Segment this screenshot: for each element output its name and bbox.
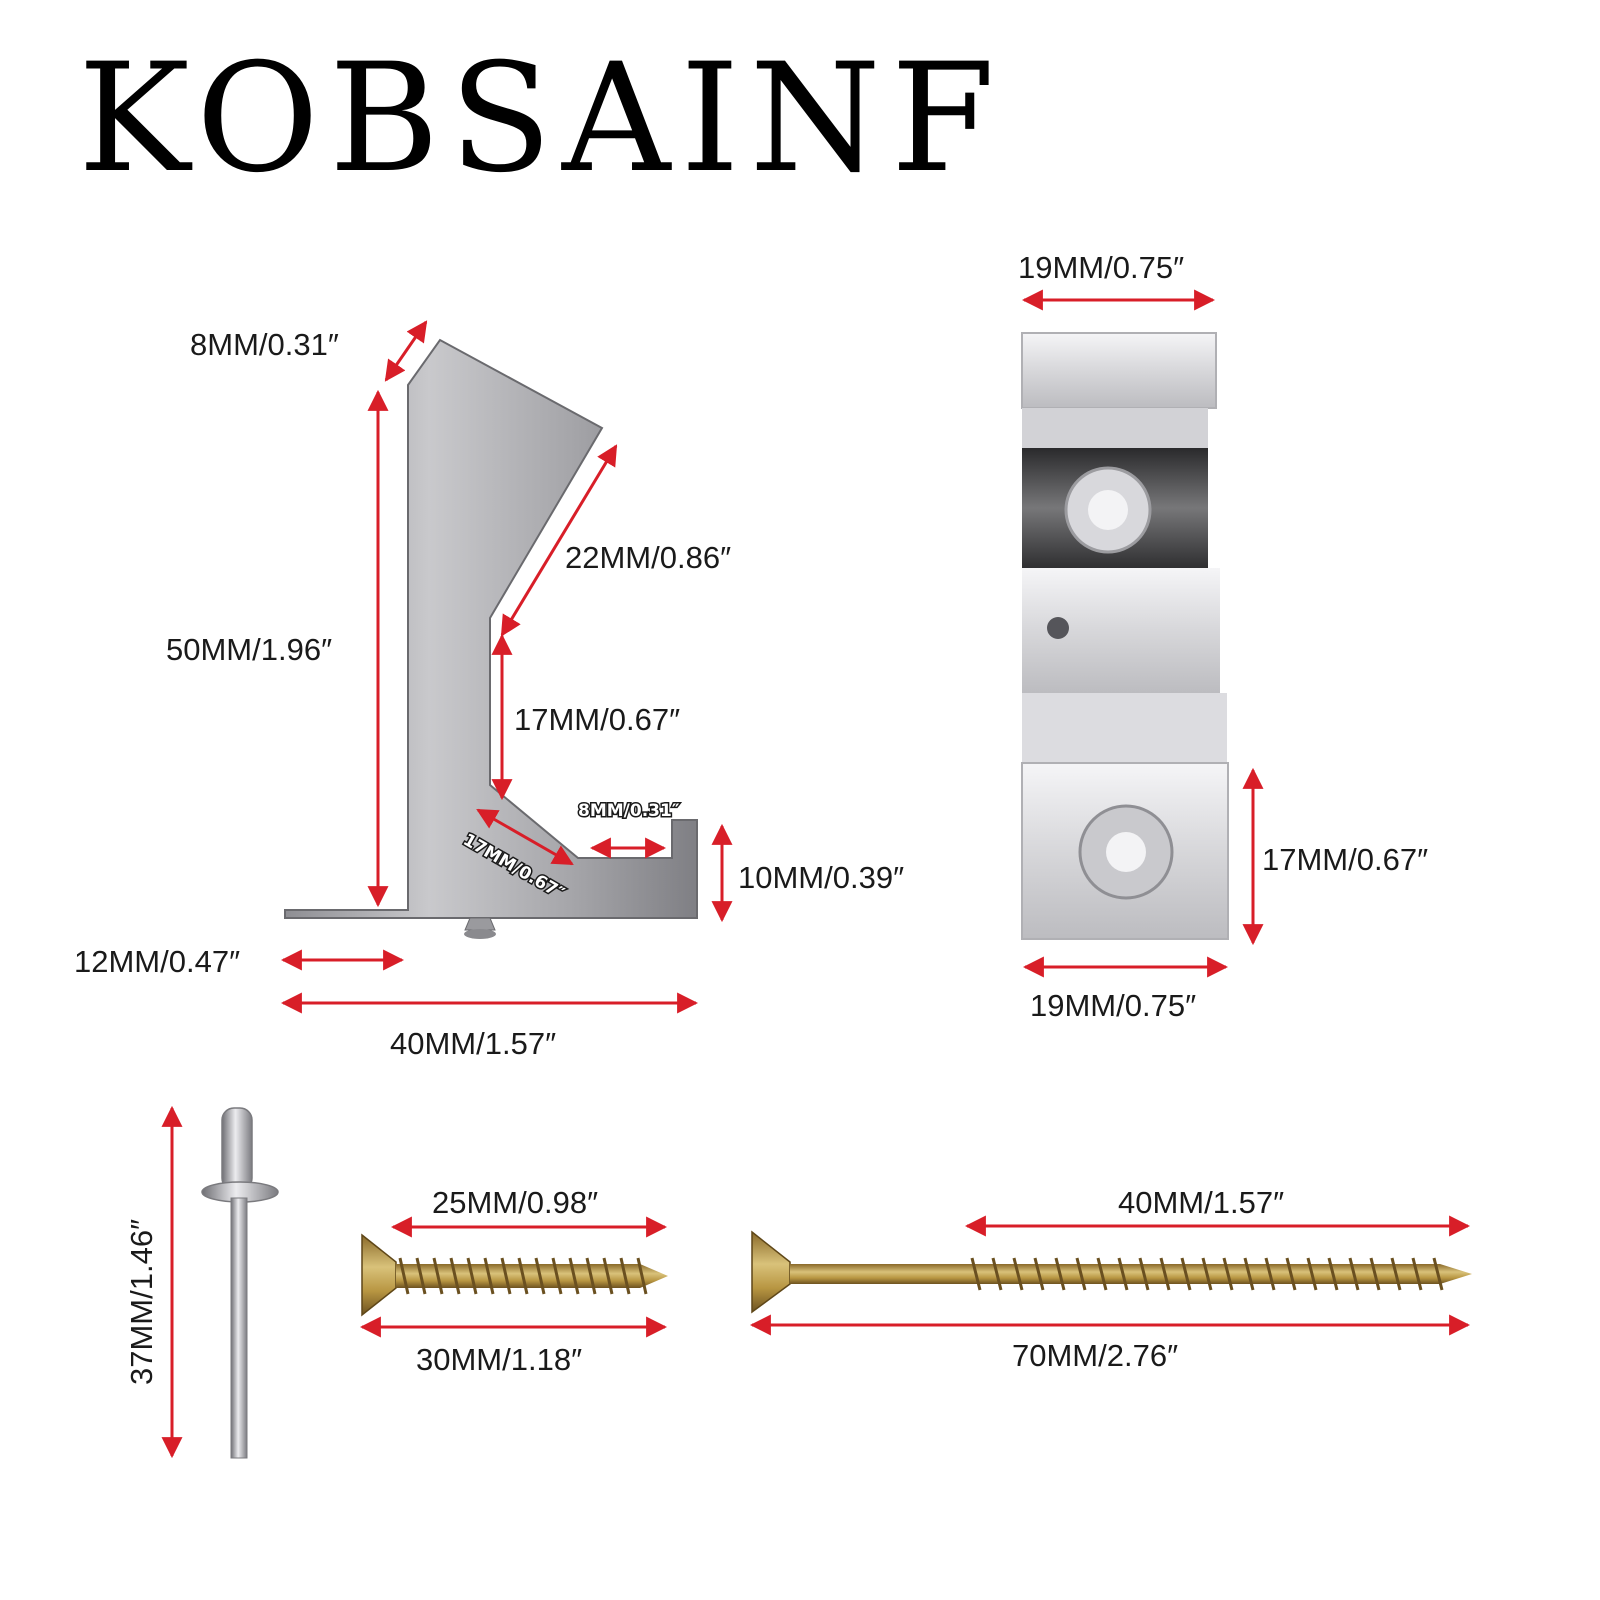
screw-thread bbox=[1117, 1257, 1129, 1291]
hanger-height-label: 50MM/1.96″ bbox=[166, 632, 332, 667]
hanger-lip-width-label: 8MM/0.31″ bbox=[578, 801, 680, 821]
screw-thread bbox=[1285, 1257, 1297, 1291]
hanger-total-width-label: 40MM/1.57″ bbox=[390, 1026, 556, 1061]
hanger-lip-height-label: 10MM/0.39″ bbox=[738, 860, 904, 895]
screw-thread bbox=[970, 1257, 982, 1291]
screw-thread bbox=[991, 1257, 1003, 1291]
screw-thread bbox=[1159, 1257, 1171, 1291]
hanger-slope-label: 22MM/0.86″ bbox=[565, 540, 731, 575]
screw-thread bbox=[1096, 1257, 1108, 1291]
screw-thread bbox=[1369, 1257, 1381, 1291]
hanger-slope-arrow bbox=[500, 444, 618, 637]
long-screw-photo bbox=[751, 1230, 1472, 1314]
bracket-bottom-width-label: 19MM/0.75″ bbox=[1030, 988, 1196, 1023]
hanger-top-thickness-label: 8MM/0.31″ bbox=[190, 327, 339, 362]
short-screw-photo bbox=[361, 1233, 668, 1317]
screw-thread bbox=[619, 1257, 631, 1295]
screw-thread bbox=[1075, 1257, 1087, 1291]
rivet-length-label: 37MM/1.46″ bbox=[124, 1219, 159, 1385]
screw-thread bbox=[466, 1257, 478, 1295]
screw-thread bbox=[1138, 1257, 1150, 1291]
long-screw-total-label: 70MM/2.76″ bbox=[1012, 1338, 1178, 1373]
screw-thread bbox=[1264, 1257, 1276, 1291]
short-screw-thread-label: 25MM/0.98″ bbox=[432, 1185, 598, 1220]
long-screw-thread-label: 40MM/1.57″ bbox=[1118, 1185, 1284, 1220]
screw-thread bbox=[1411, 1257, 1423, 1291]
screw-thread bbox=[1348, 1257, 1360, 1291]
screw-thread bbox=[517, 1257, 529, 1295]
screw-thread bbox=[1243, 1257, 1255, 1291]
bracket-top-width-label: 19MM/0.75″ bbox=[1018, 250, 1184, 285]
screw-thread bbox=[551, 1257, 563, 1295]
bracket-lower-height-label: 17MM/0.67″ bbox=[1262, 842, 1428, 877]
screw-thread bbox=[432, 1257, 444, 1295]
short-screw-total-label: 30MM/1.18″ bbox=[416, 1342, 582, 1377]
screw-thread bbox=[1033, 1257, 1045, 1291]
screw-thread bbox=[1327, 1257, 1339, 1291]
screw-thread bbox=[534, 1257, 546, 1295]
screw-thread bbox=[483, 1257, 495, 1295]
screw-thread bbox=[568, 1257, 580, 1295]
screw-thread bbox=[415, 1257, 427, 1295]
screw-thread bbox=[585, 1257, 597, 1295]
screw-thread bbox=[1432, 1257, 1444, 1291]
screw-thread bbox=[1180, 1257, 1192, 1291]
hanger-bevel-arrow bbox=[476, 808, 574, 866]
hanger-inner-height-label: 17MM/0.67″ bbox=[514, 702, 680, 737]
screw-thread bbox=[602, 1257, 614, 1295]
screw-thread bbox=[1201, 1257, 1213, 1291]
screw-thread bbox=[449, 1257, 461, 1295]
screw-thread bbox=[1054, 1257, 1066, 1291]
screw-thread bbox=[500, 1257, 512, 1295]
screw-thread bbox=[1222, 1257, 1234, 1291]
screw-thread bbox=[1012, 1257, 1024, 1291]
hanger-base-extension-label: 12MM/0.47″ bbox=[74, 944, 240, 979]
hanger-top-thickness-arrow bbox=[384, 320, 428, 382]
screw-thread bbox=[1306, 1257, 1318, 1291]
screw-thread bbox=[636, 1257, 648, 1295]
z-bracket-photo bbox=[1021, 332, 1229, 940]
rivet-photo bbox=[201, 1107, 279, 1459]
brand-logo: KOBSAINF bbox=[78, 32, 1005, 206]
screw-thread bbox=[1390, 1257, 1402, 1291]
screw-thread bbox=[398, 1257, 410, 1295]
